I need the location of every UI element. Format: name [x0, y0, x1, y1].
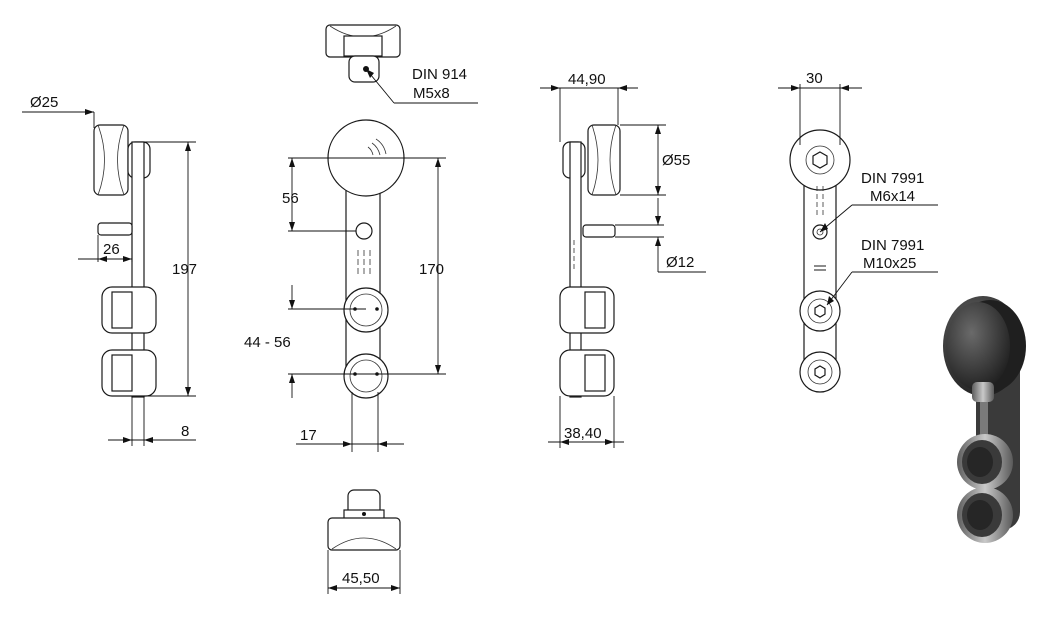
- dim-width-30: 30: [806, 70, 823, 87]
- dim-pin-diameter: Ø12: [666, 254, 694, 271]
- dim-length-26: 26: [103, 241, 120, 258]
- dim-spacing-range: 44 - 56: [244, 334, 291, 351]
- callout-din914-size: M5x8: [413, 85, 450, 102]
- dim-height-197: 197: [172, 261, 197, 278]
- dim-offset-17: 17: [300, 427, 317, 444]
- product-render: [943, 296, 1026, 543]
- dim-wheel-diameter: Ø55: [662, 152, 690, 169]
- callout-din7991-a-standard: DIN 7991: [861, 170, 924, 187]
- callout-din914-standard: DIN 914: [412, 66, 467, 83]
- front-view-center: [288, 119, 446, 452]
- callout-din7991-b-standard: DIN 7991: [861, 237, 924, 254]
- back-view: [778, 84, 938, 393]
- dim-width-4490: 44,90: [568, 71, 606, 88]
- bottom-view-center: [327, 489, 401, 594]
- side-view-right: [540, 85, 706, 448]
- dim-offset-8: 8: [181, 423, 189, 440]
- dim-width-4550: 45,50: [342, 570, 380, 587]
- callout-din7991-a-size: M6x14: [870, 188, 915, 205]
- dim-depth-3840: 38,40: [564, 425, 602, 442]
- dim-roller-diameter: Ø25: [30, 94, 58, 111]
- dim-distance-56: 56: [282, 190, 299, 207]
- top-view-center: [325, 24, 478, 104]
- dim-center-170: 170: [419, 261, 444, 278]
- callout-din7991-b-size: M10x25: [863, 255, 916, 272]
- side-view-left: [22, 109, 196, 446]
